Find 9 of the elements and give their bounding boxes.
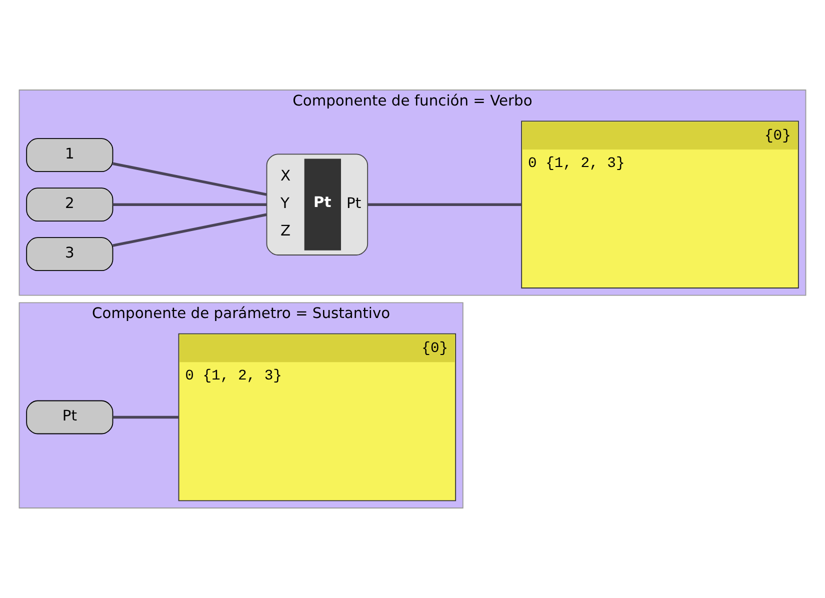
- connector: [112, 203, 267, 206]
- node-box: 2: [26, 188, 114, 222]
- connector: [112, 416, 179, 419]
- node-box: Pt: [26, 400, 114, 434]
- connector: [368, 203, 522, 206]
- node-box: 3: [26, 237, 114, 272]
- node-box: 1: [26, 138, 114, 172]
- connector: [112, 213, 267, 247]
- connector: [112, 162, 267, 196]
